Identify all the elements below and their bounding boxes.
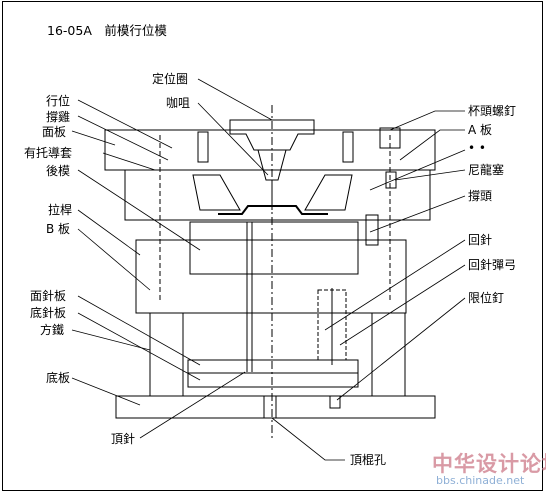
label-return-spring: 回針彈弓	[468, 258, 517, 272]
label-guide-bush: 有托導套	[24, 146, 73, 160]
label-sprue: 咖咀	[166, 96, 191, 110]
support-head-shape	[365, 214, 379, 246]
label-nylon-plug: 尼龍塞	[468, 163, 505, 177]
label-locate-ring: 定位圈	[152, 72, 189, 86]
label-slide: 行位	[46, 94, 71, 108]
spacer-block-left	[149, 312, 184, 397]
label-b-plate: B 板	[46, 222, 71, 236]
label-ejector-retainer: 面針板	[30, 289, 67, 303]
label-dots: • •	[468, 141, 486, 155]
label-a-plate: A 板	[468, 123, 493, 137]
figure-title: 16-05A 前模行位模	[47, 23, 167, 38]
watermark-logo-text: 中华设计论坛	[432, 451, 546, 476]
top-plate-shape	[104, 129, 436, 171]
core-block	[189, 221, 359, 275]
ejector-plate	[187, 372, 359, 388]
spacer-block-right	[371, 312, 406, 397]
cup-screw-shape	[379, 127, 401, 149]
watermark-url: bbs.chinade.net	[436, 474, 525, 487]
label-ejector-pin: 頂針	[111, 432, 136, 446]
label-support-head: 撐頭	[468, 189, 493, 203]
label-stopper: 撐雞	[46, 110, 71, 124]
a-plate-shape	[124, 169, 431, 221]
label-stop-pin: 限位釘	[468, 291, 505, 305]
screw-right	[342, 131, 354, 163]
label-bottom-plate: 底板	[46, 371, 71, 385]
ejector-rod-hole-shape	[263, 395, 277, 419]
label-top-plate: 面板	[42, 125, 67, 139]
label-ejector-hole: 頂棍孔	[350, 453, 387, 467]
stop-pin-shape	[329, 395, 341, 409]
screw-left	[197, 131, 209, 163]
label-return-pin: 回針	[468, 233, 493, 247]
label-pull-rod: 拉桿	[48, 203, 73, 217]
slide-right-shape	[304, 174, 353, 211]
label-spacer-block: 方鐵	[40, 323, 65, 337]
b-plate-shape	[135, 239, 407, 314]
label-cup-screw: 杯頭螺釘	[468, 104, 517, 118]
label-ejector-plate: 底針板	[30, 306, 67, 320]
label-core: 後模	[46, 164, 71, 178]
slide-left-shape	[192, 174, 241, 211]
locating-ring-shape	[229, 119, 315, 151]
